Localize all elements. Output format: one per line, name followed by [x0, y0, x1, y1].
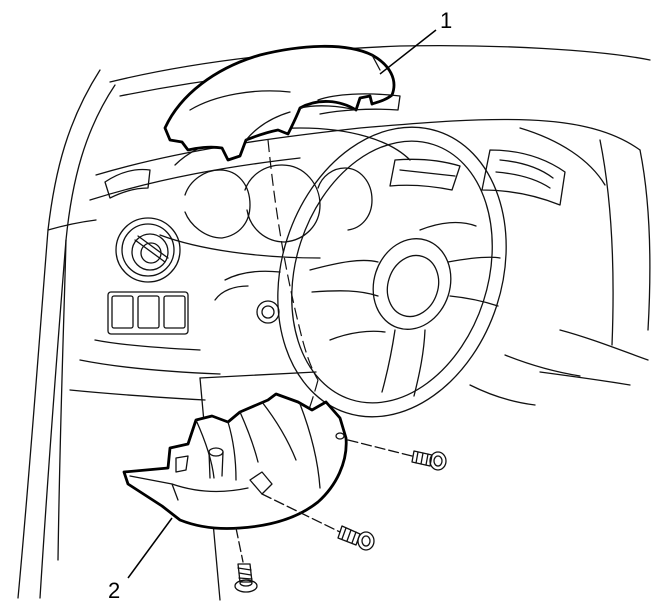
steering-column-centerline [199, 139, 319, 601]
instrument-cluster [104, 127, 411, 259]
callout-1-label: 1 [440, 8, 452, 33]
screw-right [347, 439, 447, 471]
callout-2-label: 2 [108, 578, 120, 603]
lower-column-cover [122, 392, 348, 530]
callout-2: 2 [108, 517, 173, 603]
screw-bottom [234, 527, 258, 593]
a-pillar [17, 69, 116, 599]
upper-column-cover [163, 44, 401, 162]
callout-1: 1 [379, 8, 452, 75]
air-vent [115, 217, 181, 283]
switch-panel [79, 291, 221, 375]
lower-dashboard [69, 354, 581, 406]
ignition-switch [214, 270, 281, 324]
steering-wheel [277, 126, 507, 418]
screw-middle [261, 493, 375, 551]
dashboard-outline [89, 44, 651, 386]
